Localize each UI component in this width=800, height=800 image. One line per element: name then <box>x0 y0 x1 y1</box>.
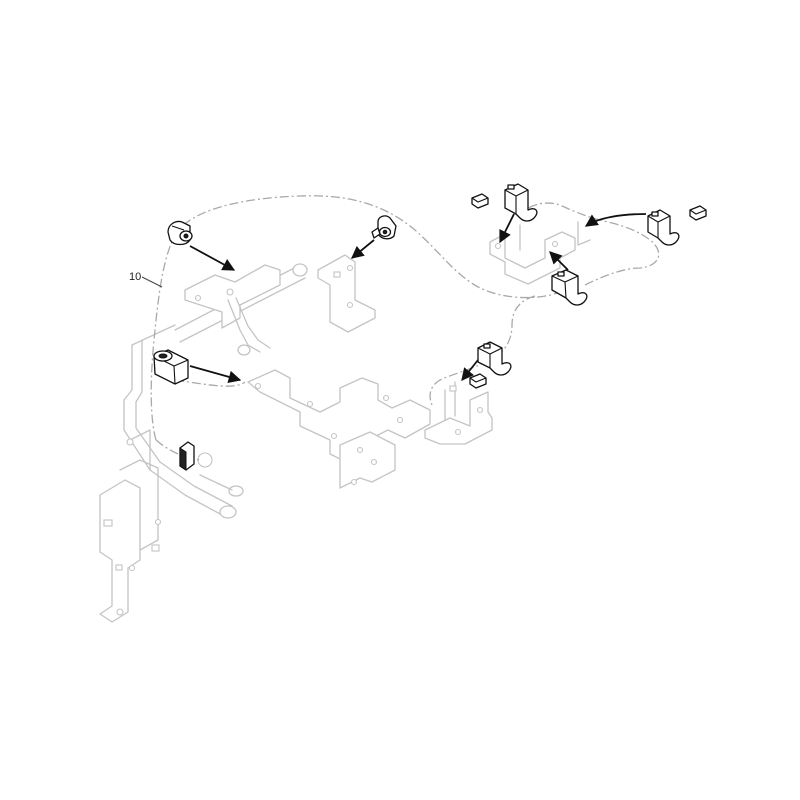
centre-upright-bracket <box>317 254 376 333</box>
callout-10: 10 <box>129 271 163 288</box>
saddle-clamp-left <box>153 349 189 385</box>
left-tube-frame <box>123 339 244 519</box>
insert-pad-1 <box>471 193 489 209</box>
saddle-clamp-centre-right <box>477 341 512 376</box>
saddle-clamp-mid-right <box>551 269 588 306</box>
upper-cross-bracket <box>131 263 308 356</box>
insert-pad-3 <box>469 373 487 389</box>
wire-harness <box>150 195 660 461</box>
left-lower-bracket <box>99 459 162 623</box>
assembly-arrows <box>189 213 647 384</box>
lower-crossmember <box>247 369 431 489</box>
right-lower-bracket <box>424 381 493 445</box>
clamp-upper-left <box>167 220 193 246</box>
ghost-frame-structure <box>99 221 591 623</box>
upper-right-bracket <box>489 221 591 285</box>
block-clamp-lower-left <box>179 441 195 471</box>
clamp-upper-centre <box>371 215 397 240</box>
saddle-clamp-right <box>647 209 680 246</box>
saddle-clamp-top-right <box>504 183 538 222</box>
insert-pad-2 <box>689 205 707 221</box>
callout-label: 10 <box>129 271 141 283</box>
